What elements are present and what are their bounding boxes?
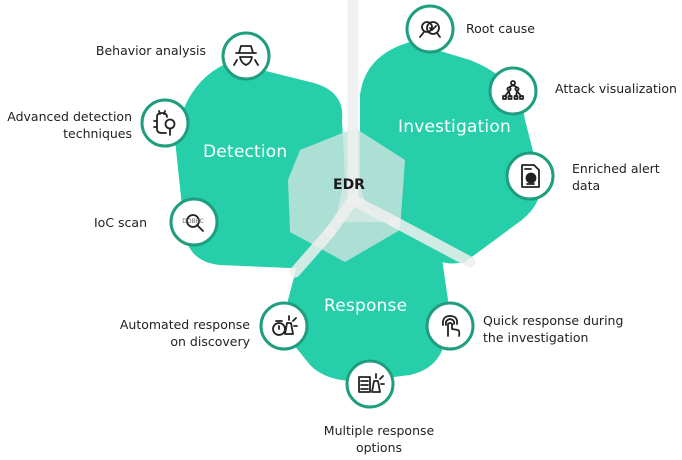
feature-label-quick-response: Quick response during the investigation [483,313,624,345]
report-chart-icon [521,164,540,188]
feature-circle-ring [425,301,475,351]
investigation-title: Investigation [398,117,511,137]
list-alarm-icon [358,373,385,393]
touch-hand-icon [441,315,461,337]
feature-label-multiple-response: Multiple response options [323,423,435,455]
feature-circle-ring [221,31,271,81]
segment-dividers [289,0,476,278]
feature-circle-timer-alarm [259,301,309,351]
response-segment [286,222,448,381]
feature-circle-search-check [405,4,455,54]
feature-circle-ring [169,197,219,247]
ioc-magnifier-icon: DOBRC [182,214,204,232]
detection-title: Detection [203,142,288,162]
edr-core-label: EDR [333,177,365,193]
feature-circle-touch-hand [425,301,475,351]
feature-circle-tree-graph [488,66,538,116]
feature-label-enriched-alert-data: Enriched alert data [572,161,660,193]
search-check-icon [419,21,441,38]
response-title: Response [324,296,408,316]
feature-circle-spy-hat [221,31,271,81]
feature-label-attack-visualization: Attack visualization [555,81,677,96]
feature-label-ioc-scan: IoC scan [93,215,147,230]
feature-label-advanced-detection: Advanced detection techniques [7,109,132,141]
tree-graph-icon [502,80,524,100]
edr-core [288,128,405,262]
spy-hat-icon [233,45,259,66]
feature-label-automated-response: Automated response on discovery [119,317,250,349]
feature-circle-ring [488,66,538,116]
feature-circle-list-alarm [345,359,395,409]
timer-alarm-icon [272,315,298,336]
bug-magnifier-icon [153,110,176,136]
feature-label-behavior-analysis: Behavior analysis [95,43,206,58]
feature-circle-ioc-magnifier: DOBRC [169,197,219,247]
feature-circle-bug-magnifier [140,98,190,148]
svg-text:DOBRC: DOBRC [182,218,204,225]
feature-label-root-cause: Root cause [466,21,535,36]
feature-circle-report-chart [505,151,555,201]
